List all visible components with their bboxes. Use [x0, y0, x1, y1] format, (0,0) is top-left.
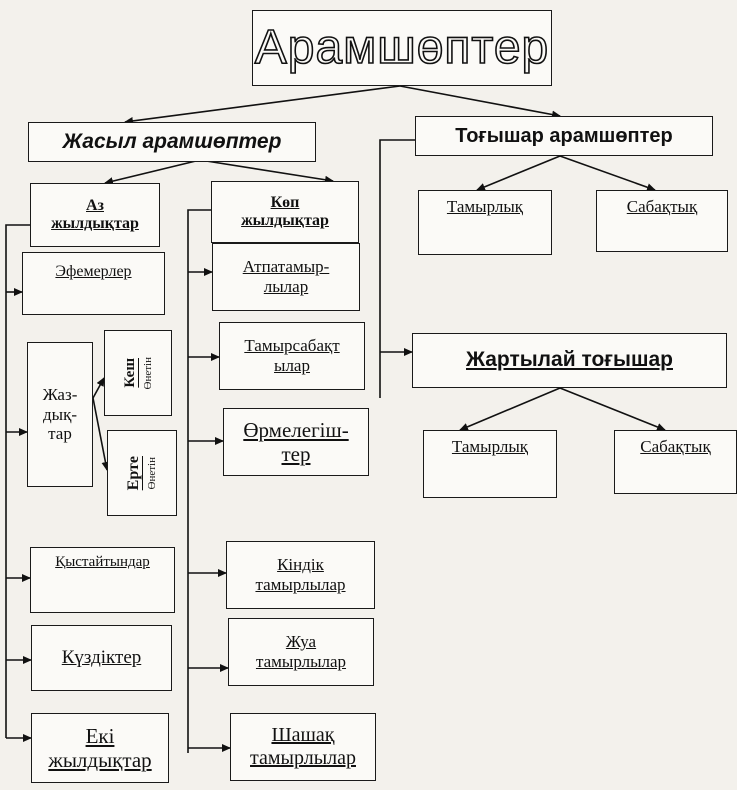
perennial-item-line2: тамырлылар [255, 575, 346, 594]
perennial-item-fibrous: Шашақ тамырлылар [230, 713, 376, 781]
biennial-label-line2: жылдықтар [48, 748, 152, 772]
autumn-box: Күздіктер [31, 625, 172, 691]
semi-parasitic-label: Жартылай тоғышар [466, 348, 673, 372]
semi-parasitic-box: Жартылай тоғышар [412, 333, 727, 388]
late-sprouting-box: Кеш Өнетін [104, 330, 172, 416]
wintering-box: Қыстайтындар [30, 547, 175, 613]
perennial-item-rhizome-shoot: Атпатамыр- лылар [212, 243, 360, 311]
perennial-item-line2: тамырлылар [250, 747, 356, 769]
parasitic-stem-label: Сабақтық [626, 197, 698, 216]
perennial-box: Көп жылдықтар [211, 181, 359, 243]
spring-label-line2: дық- [43, 404, 77, 424]
semi-parasitic-stem-label: Сабақтық [640, 437, 711, 456]
semi-parasitic-root-label: Тамырлық [451, 437, 529, 456]
late-sprouting-sub: Өнетін [141, 356, 154, 390]
biennial-label-line1: Екі [85, 723, 115, 748]
perennial-item-line1: Шашақ [271, 724, 335, 746]
spring-label-line1: Жаз- [42, 385, 78, 405]
perennial-item-line2: лылар [263, 277, 309, 296]
early-sprouting-word: Ерте [124, 455, 142, 491]
parasitic-root-label: Тамырлық [446, 197, 524, 216]
annual-label-line2: жылдықтар [51, 215, 139, 232]
perennial-item-line1: Жуа [285, 632, 317, 652]
parasitic-weeds-label: Тоғышар арамшөптер [455, 124, 673, 147]
perennial-item-line1: Кіндік [277, 555, 324, 575]
spring-box: Жаз- дық- тар [27, 342, 93, 487]
annual-label-line1: Аз [86, 196, 104, 214]
perennial-item-root-stem: Тамырсабақт ылар [219, 322, 365, 390]
perennial-item-line2: тамырлылар [255, 652, 347, 671]
diagram-title: Арамшөптер [254, 21, 550, 76]
biennial-box: Екі жылдықтар [31, 713, 169, 783]
parasitic-stem-box: Сабақтық [596, 190, 728, 252]
semi-parasitic-stem-box: Сабақтық [614, 430, 737, 494]
autumn-label: Күздіктер [61, 647, 142, 669]
perennial-label-line1: Көп [270, 193, 300, 211]
perennial-item-line2: ылар [274, 356, 310, 375]
title-box: Арамшөптер [252, 10, 552, 86]
perennial-item-line1: Тамырсабақт [244, 336, 340, 356]
perennial-item-line2: тер [281, 442, 311, 466]
perennial-label-line2: жылдықтар [241, 212, 329, 229]
green-weeds-label: Жасыл арамшөптер [62, 129, 282, 153]
early-sprouting-box: Ерте Өнетін [107, 430, 177, 516]
late-sprouting-word: Кеш [121, 358, 138, 388]
semi-parasitic-root-box: Тамырлық [423, 430, 557, 498]
parasitic-root-box: Тамырлық [418, 190, 552, 255]
ephemerals-label: Эфемерлер [55, 263, 132, 280]
spring-label-line3: тар [48, 424, 72, 444]
annual-box: Аз жылдықтар [30, 183, 160, 247]
early-sprouting-sub: Өнетін [146, 456, 159, 490]
wintering-label: Қыстайтындар [55, 554, 150, 570]
green-weeds-box: Жасыл арамшөптер [28, 122, 316, 162]
perennial-item-taproot: Кіндік тамырлылар [226, 541, 375, 609]
ephemerals-box: Эфемерлер [22, 252, 165, 315]
perennial-item-line1: Өрмелегіш- [243, 417, 349, 442]
perennial-item-creeping: Өрмелегіш- тер [223, 408, 369, 476]
perennial-item-bulb: Жуа тамырлылар [228, 618, 374, 686]
parasitic-weeds-box: Тоғышар арамшөптер [415, 116, 713, 156]
perennial-item-line1: Атпатамыр- [242, 257, 330, 277]
